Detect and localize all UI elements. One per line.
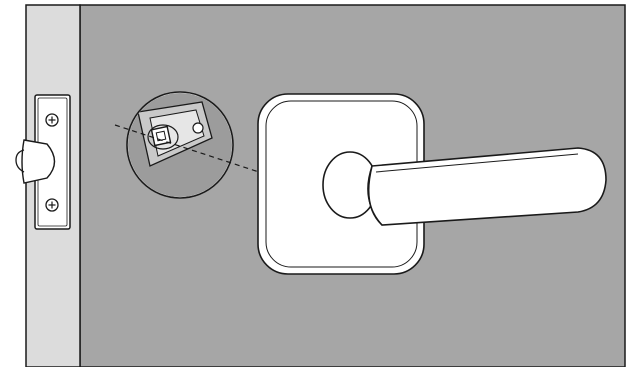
latch-screw-top bbox=[45, 113, 59, 127]
alignment-line bbox=[114, 124, 263, 174]
latch-bolt bbox=[15, 139, 56, 184]
latch-screw-bottom bbox=[45, 198, 59, 212]
lever-handle bbox=[322, 147, 607, 226]
magnified-latch-detail bbox=[126, 91, 234, 199]
